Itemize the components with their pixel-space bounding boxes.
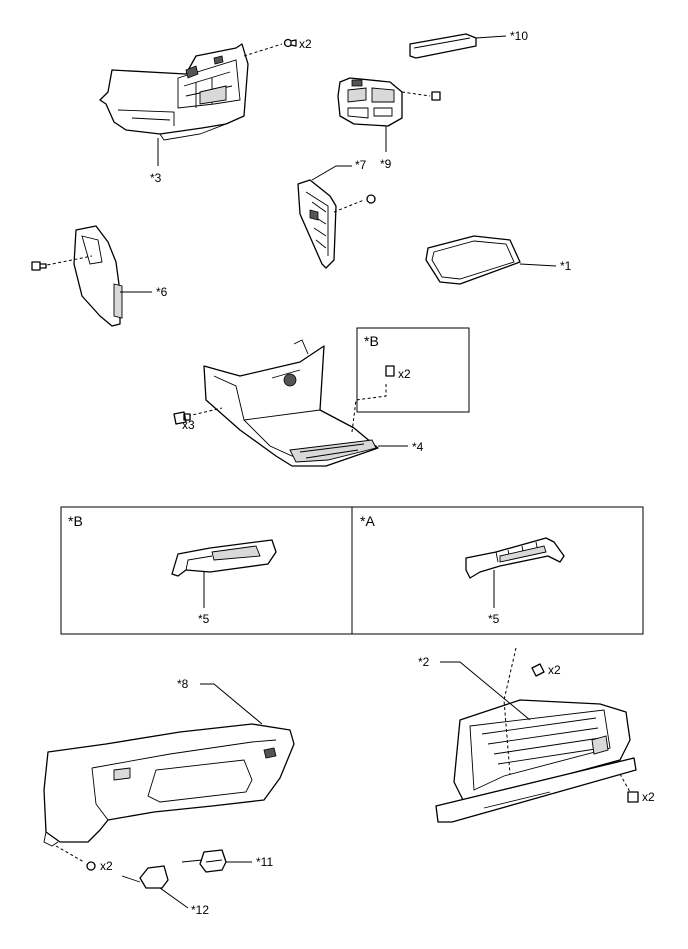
callout-10: *10 [510,29,529,43]
dashed-line-3 [243,43,283,57]
part-9-switch-panel [337,77,403,127]
part-8-lower-panel [43,723,295,847]
part-12-connector [121,865,169,889]
callout-7: *7 [355,158,367,172]
screw-icon [531,663,545,677]
callout-6: *6 [156,285,168,299]
dashed-line-2-top [503,647,517,775]
leader-7 [311,165,352,181]
callout-8: *8 [177,677,189,691]
callout-2: *2 [418,655,430,669]
callout-1: *1 [560,259,572,273]
part-1-tray-mat [425,235,521,285]
quantity-4: x3 [182,418,195,432]
callout-4: *4 [412,440,424,454]
quantity-3: x2 [299,37,312,51]
quantity-2-right: x2 [642,790,655,804]
callout-5-b: *5 [198,612,210,626]
leader-10 [475,35,507,39]
screw-icon [86,861,96,871]
quantity-2-top: x2 [548,663,561,677]
part-5-variant-b [171,539,277,577]
callout-12: *12 [191,903,210,917]
dashed-line-7 [333,199,365,213]
part-10-trim-strip [409,33,477,59]
detail-box-b-small-label: *B [364,333,379,349]
screw-icon [366,194,376,204]
leader-8 [200,683,263,725]
callout-9: *9 [380,157,392,171]
callout-3: *3 [150,171,162,185]
screw-icon [627,791,639,803]
dashed-line-2-right [619,773,631,793]
clip-icon [385,365,395,377]
quantity-detail-b: x2 [398,367,411,381]
part-11-connector [181,849,227,873]
screw-icon [431,91,441,101]
dashed-line-6 [41,255,93,267]
leader-2 [440,661,531,721]
part-4-lower-console [203,339,379,467]
quantity-8: x2 [100,859,113,873]
leader-12 [159,887,189,909]
leader-1 [519,263,557,267]
detail-box-b-label: *B [68,513,83,529]
screw-icon [31,261,47,271]
screw-icon [283,38,297,48]
detail-box-b-small [356,327,470,413]
callout-11: *11 [256,855,274,869]
part-6-side-cover [73,225,123,327]
detail-box-a-label: *A [360,513,375,529]
part-2-glove-box [435,699,637,823]
part-5-variant-a [465,537,565,579]
screw-icon [173,411,191,425]
dashed-line-8 [55,845,85,863]
part-3-console-panel [99,43,249,141]
dashed-line-4 [187,407,223,417]
callout-5-a: *5 [488,612,500,626]
part-7-side-bracket [297,179,337,269]
dashed-line-9 [401,91,431,97]
